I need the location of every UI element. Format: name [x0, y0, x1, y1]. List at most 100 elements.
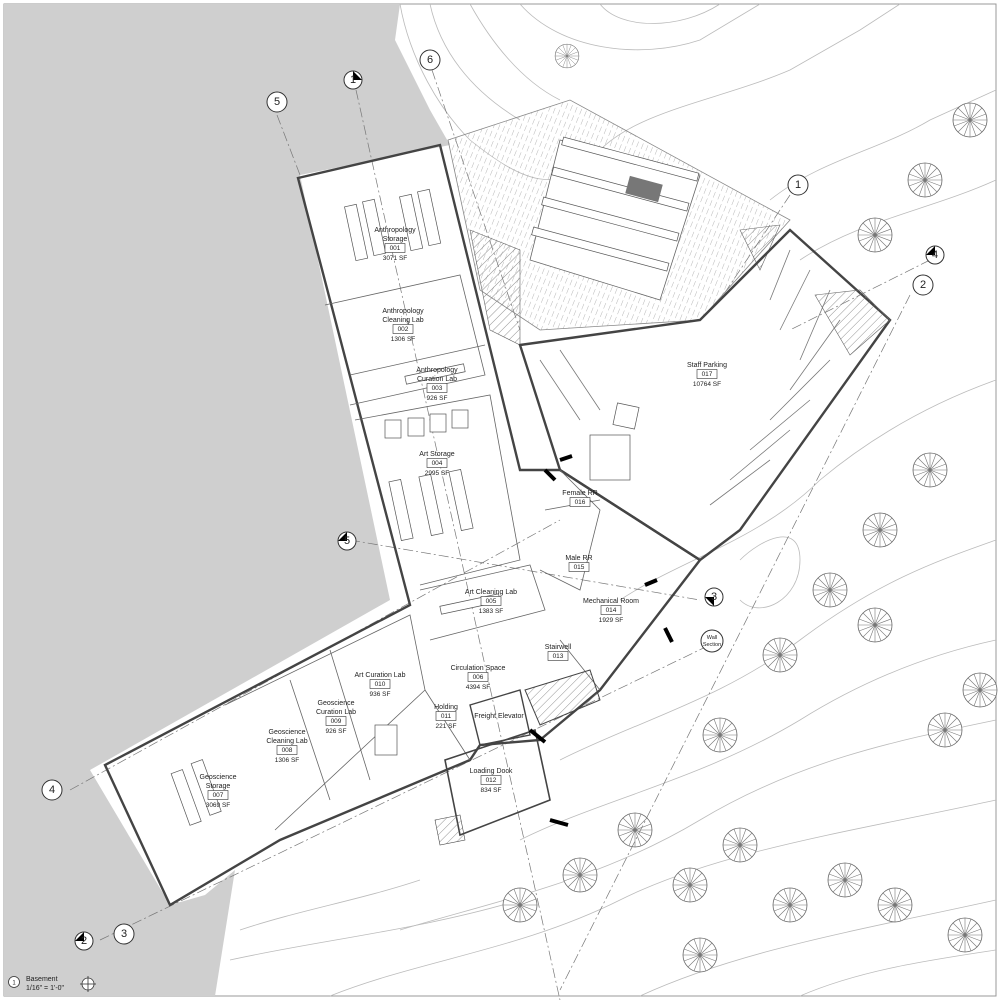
room-number: 005 [486, 598, 497, 605]
room-number: 002 [398, 326, 409, 333]
section-label-3: 3 [711, 591, 717, 603]
room-name: Storage [383, 236, 408, 243]
room-name: Cleaning Lab [382, 317, 423, 324]
room-area: 1306 SF [275, 757, 300, 764]
room-number-box [480, 596, 502, 606]
room-number-box [325, 716, 347, 726]
grid-label-5: 5 [274, 96, 280, 108]
section-mark-1[interactable]: 1 [343, 70, 363, 90]
opening-markers [528, 454, 674, 827]
grid-label-2: 2 [920, 279, 926, 291]
grid-bubble-5-top[interactable]: 5 [266, 91, 288, 113]
room-name: Curation Lab [316, 709, 356, 716]
grid-label-3: 3 [121, 928, 127, 940]
grid-bubble-3-bottom[interactable]: 3 [113, 923, 135, 945]
room-number: 007 [213, 792, 224, 799]
room-number: 003 [432, 385, 443, 392]
room-name: Storage [206, 783, 231, 790]
room-number-box [480, 775, 502, 785]
room-name: Loading Dock [470, 768, 513, 775]
grid-lines [69, 69, 931, 1000]
grid-bubbles: 6 5 1 2 4 3 [41, 49, 934, 945]
room-area: 1929 SF [599, 617, 624, 624]
room-label: Art Curation Lab 010 936 SF [355, 672, 406, 698]
grid-label-4: 4 [49, 784, 55, 796]
room-number: 001 [390, 245, 401, 252]
room-name: Curation Lab [417, 376, 457, 383]
room-name: Art Storage [419, 451, 455, 458]
room-area: 4394 SF [466, 684, 491, 691]
room-area: 926 SF [326, 728, 347, 735]
room-area: 936 SF [370, 691, 391, 698]
room-area: 3071 SF [383, 255, 408, 262]
room-number: 011 [441, 713, 452, 720]
room-area: 926 SF [427, 395, 448, 402]
furniture [170, 188, 501, 826]
section-mark-5[interactable]: 5 [337, 531, 357, 551]
section-label-2: 2 [81, 935, 87, 947]
room-number-box [696, 369, 718, 379]
room-name: Anthropology [382, 308, 424, 315]
wall-section-line-2: Section [703, 642, 721, 648]
room-name: Mechanical Room [583, 598, 639, 605]
room-name: Freight Elevator [474, 713, 524, 720]
room-number: 014 [606, 607, 617, 614]
room-name: Anthropology [374, 227, 416, 234]
wall-section-mark[interactable]: Wall Section [700, 629, 724, 653]
room-number-box [384, 243, 406, 253]
room-number-box [435, 711, 457, 721]
section-marks: 1 5 4 3 2 Wall Section [74, 70, 945, 951]
room-number: 015 [574, 564, 585, 571]
room-name: Art Curation Lab [355, 672, 406, 679]
section-mark-4[interactable]: 4 [925, 245, 945, 265]
view-title: 1 Basement 1/16" = 1'-0" [8, 976, 96, 992]
room-number: 010 [375, 681, 386, 688]
room-number-box [600, 605, 622, 615]
room-area: 3069 SF [206, 802, 231, 809]
grid-bubble-6[interactable]: 6 [419, 49, 441, 71]
grid-bubble-4-left[interactable]: 4 [41, 779, 63, 801]
room-area: 1306 SF [391, 336, 416, 343]
room-name: Staff Parking [687, 362, 727, 369]
section-mark-3[interactable]: 3 [704, 587, 724, 607]
grid-bubble-1-right[interactable]: 1 [787, 174, 809, 196]
section-mark-2[interactable]: 2 [74, 931, 94, 951]
room-number-box [276, 745, 298, 755]
room-name: Male RR [565, 555, 592, 562]
room-label: Mechanical Room 014 1929 SF [583, 598, 639, 624]
room-name: Holding [434, 704, 458, 711]
room-number: 009 [331, 718, 342, 725]
room-number: 008 [282, 747, 293, 754]
room-area: 834 SF [481, 787, 502, 794]
grid-label-6: 6 [427, 54, 433, 66]
room-label: Male RR 015 [565, 555, 593, 572]
room-name: Cleaning Lab [266, 738, 307, 745]
room-area: 221 SF [436, 723, 457, 730]
section-label-4: 4 [932, 249, 938, 261]
room-number: 004 [432, 460, 443, 467]
room-label: Holding 011 221 SF [434, 704, 458, 730]
water-area [4, 4, 450, 996]
room-number: 006 [473, 674, 484, 681]
room-number-box [369, 679, 391, 689]
section-label-5: 5 [344, 535, 350, 547]
wall-section-line-1: Wall [707, 635, 718, 641]
room-name: Geoscience [200, 774, 237, 781]
room-name: Female RR [562, 490, 597, 497]
room-name: Stairwell [545, 644, 572, 651]
grid-bubble-2-right[interactable]: 2 [912, 274, 934, 296]
